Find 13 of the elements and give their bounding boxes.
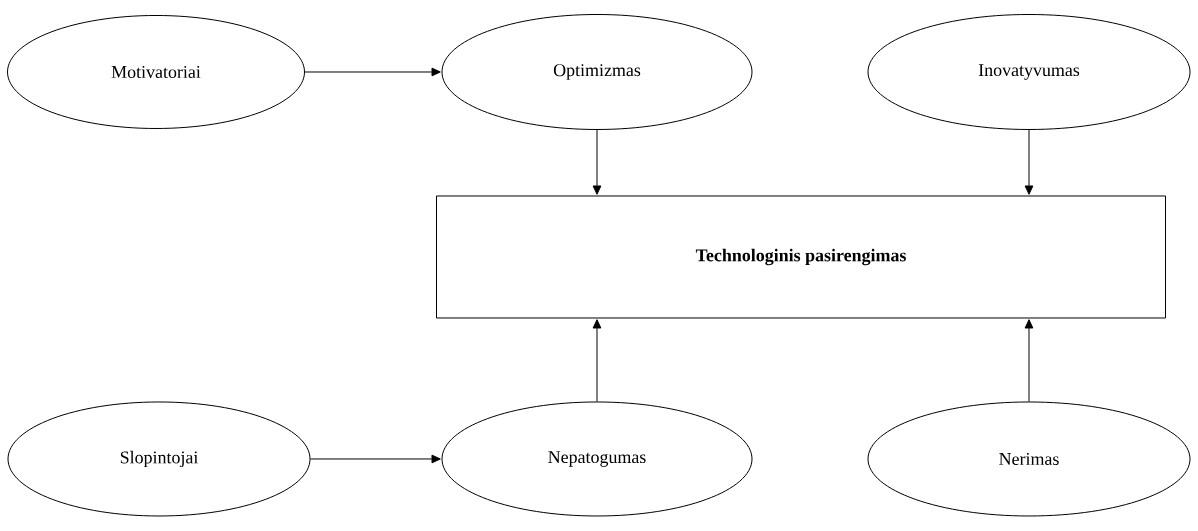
ellipse-node: Inovatyvumas: [867, 14, 1191, 130]
ellipse-node: Optimizmas: [441, 14, 753, 130]
arrow: [304, 67, 441, 77]
arrow: [592, 129, 602, 195]
arrow: [1024, 319, 1034, 402]
ellipse-node: Nepatogumas: [441, 401, 753, 517]
arrow: [592, 319, 602, 402]
arrow: [310, 454, 441, 464]
ellipse-node: Nerimas: [867, 401, 1191, 517]
ellipse-node: Motivatoriai: [7, 15, 305, 129]
ellipse-node: Slopintojai: [7, 401, 311, 517]
process-box: Technologinis pasirengimas: [436, 195, 1166, 319]
arrow: [1024, 129, 1034, 195]
